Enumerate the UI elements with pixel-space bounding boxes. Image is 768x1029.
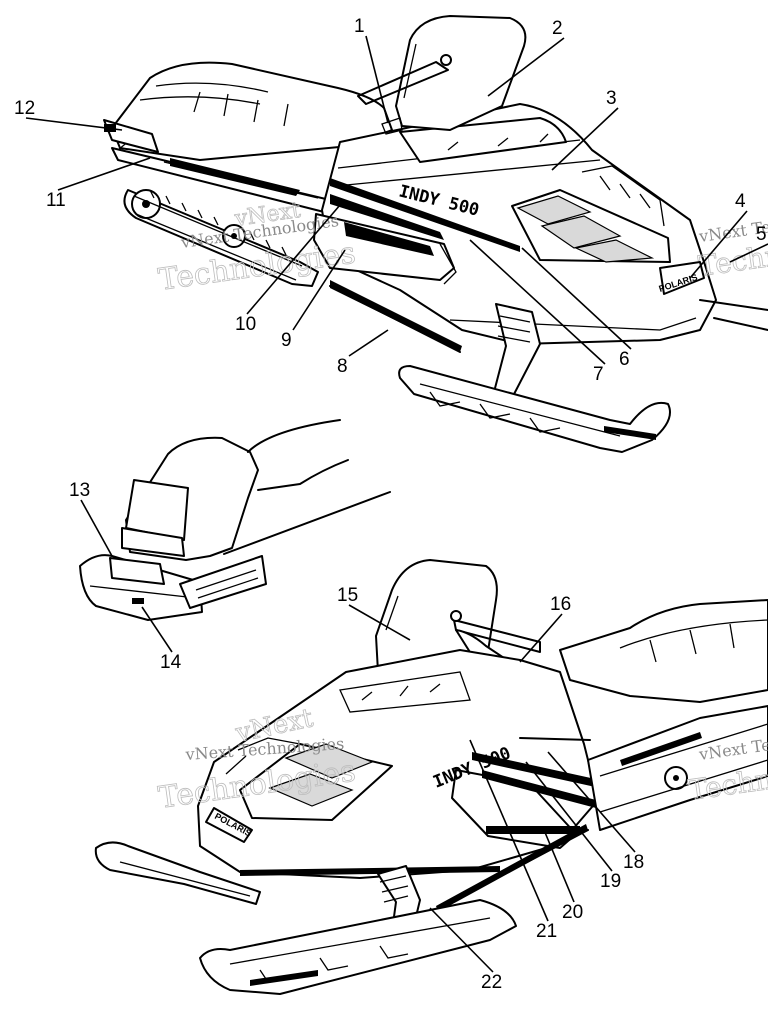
running-board (103, 119, 462, 353)
callout-leader-1 (365, 35, 389, 124)
callout-leader-11 (57, 157, 151, 191)
callout-number-22: 22 (481, 972, 502, 993)
callout-leaders (25, 35, 768, 973)
callout-number-6: 6 (619, 349, 630, 370)
side-panel (313, 178, 520, 285)
callout-leader-10 (246, 204, 341, 315)
callout-number-7: 7 (593, 364, 604, 385)
top-snowmobile (103, 15, 768, 453)
callout-leader-13 (80, 499, 113, 557)
callout-leader-5 (729, 243, 768, 263)
rear-track (123, 189, 319, 287)
callout-number-13: 13 (69, 480, 90, 501)
callout-leader-4 (689, 210, 748, 279)
callout-leader-12 (25, 117, 123, 131)
callout-number-21: 21 (536, 921, 557, 942)
callout-leader-9 (292, 249, 346, 331)
callout-number-2: 2 (552, 18, 563, 39)
windshield (357, 15, 527, 135)
callout-leader-16 (519, 613, 563, 663)
callout-number-18: 18 (623, 852, 644, 873)
callout-number-11: 11 (46, 190, 66, 211)
callout-number-19: 19 (600, 871, 621, 892)
callout-number-15: 15 (337, 585, 358, 606)
callout-leader-19 (525, 761, 613, 872)
callout-leader-8 (348, 329, 389, 357)
callout-leader-18 (547, 751, 636, 853)
callout-leader-7 (469, 239, 606, 365)
callout-number-12: 12 (14, 98, 35, 119)
callout-number-9: 9 (281, 330, 292, 351)
hood (321, 103, 717, 345)
callout-leader-14 (141, 606, 173, 653)
front-ski-top (398, 299, 768, 453)
callout-number-14: 14 (160, 652, 182, 673)
callout-leader-21 (469, 739, 549, 922)
callout-number-4: 4 (735, 191, 746, 212)
callout-leader-6 (521, 247, 632, 350)
callout-leader-3 (551, 107, 619, 171)
callout-number-5: 5 (756, 224, 767, 245)
bottom-snowmobile (94, 559, 768, 995)
callout-leader-2 (487, 37, 565, 97)
callout-number-10: 10 (235, 314, 256, 335)
callout-number-8: 8 (337, 356, 348, 377)
callout-number-16: 16 (550, 594, 571, 615)
callout-leader-20 (543, 829, 575, 903)
callout-number-1: 1 (354, 16, 365, 37)
callout-leader-22 (429, 907, 494, 973)
callout-leader-15 (348, 604, 411, 641)
callout-number-20: 20 (562, 902, 583, 923)
callout-number-3: 3 (606, 88, 617, 109)
rear-detail (79, 419, 391, 621)
